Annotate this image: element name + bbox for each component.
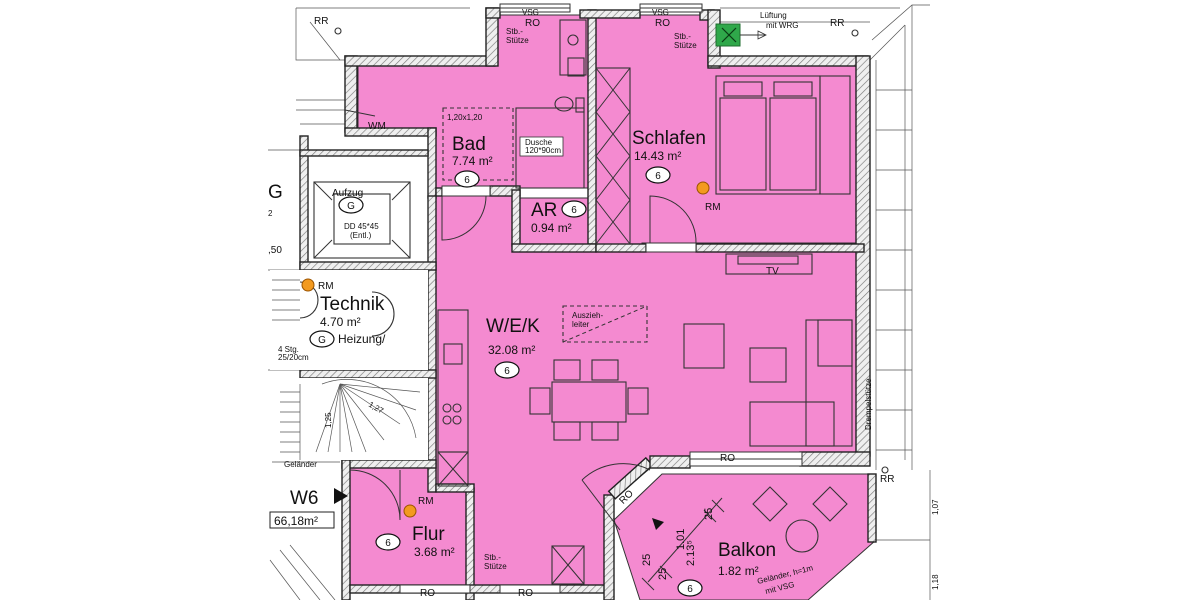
- room-wek-name: W/E/K: [486, 316, 540, 337]
- badge-wek: 6: [504, 366, 510, 377]
- walls-layer: [299, 7, 877, 600]
- room-technik-name: Technik: [320, 294, 385, 315]
- ausziehleiter-2: leiter: [572, 320, 590, 329]
- room-ar-name: AR: [531, 200, 557, 221]
- stb-stuetze-3a: Stb.-: [484, 553, 501, 562]
- ro-label-4: RO: [420, 588, 435, 599]
- doors-layer: [344, 109, 697, 531]
- rm-label-schlafen: RM: [705, 202, 721, 213]
- windows-layer: [399, 3, 803, 594]
- stb-stuetze-1a: Stb.-: [506, 27, 523, 36]
- rm-marker-technik: [301, 278, 315, 292]
- badge-balkon: 6: [687, 584, 693, 595]
- room-balkon-name: Balkon: [718, 540, 776, 561]
- room-technik-area: 4.70 m²: [320, 315, 361, 329]
- room-flur-area: 3.68 m²: [414, 545, 455, 559]
- technik-stairs-2: 25/20cm: [278, 353, 309, 362]
- shower-plate-label: 1,20x1,20: [447, 113, 483, 122]
- stb-stuetze-2a: Stb.-: [674, 32, 691, 41]
- room-balkon-fill: [613, 473, 877, 600]
- ventilation-marker: [715, 23, 767, 47]
- room-bad-area: 7.74 m²: [452, 154, 493, 168]
- badge-schlafen: 6: [655, 171, 661, 182]
- aufzug-shaft: [307, 155, 429, 263]
- schlafen-furniture: [595, 67, 851, 245]
- badge-technik: G: [318, 335, 326, 346]
- room-aufzug-name: Aufzug: [332, 188, 363, 199]
- badge-flur: 6: [385, 538, 391, 549]
- rr-label-1: RR: [314, 16, 328, 27]
- left-50-label: ,50: [268, 245, 282, 256]
- room-schlafen-area: 14.43 m²: [634, 149, 681, 163]
- room-balkon-area: 1.82 m²: [718, 564, 759, 578]
- right-dim-2: 1,18: [931, 574, 940, 590]
- drempelstuetze-label: Drempelstütze: [864, 378, 873, 430]
- technik-area: [270, 270, 428, 370]
- technik-stairs-1: 4 Stg.: [278, 345, 299, 354]
- room-wek-area: 32.08 m²: [488, 343, 535, 357]
- balkon-dim-5: 25: [657, 568, 669, 580]
- rm-markers: [301, 181, 710, 518]
- rr-label-2: RR: [830, 18, 844, 29]
- tv-label: TV: [766, 266, 779, 277]
- shower-label-1: Dusche: [525, 138, 553, 147]
- badge-aufzug: G: [347, 201, 355, 212]
- balkon-dim-2: 1.01: [675, 529, 687, 550]
- ro-label-5: RO: [518, 588, 533, 599]
- ro-label-1: RO: [525, 18, 540, 29]
- balkon-furniture: [641, 486, 848, 591]
- unit-area-label: 66,18m²: [274, 514, 318, 528]
- rm-label-technik: RM: [318, 281, 334, 292]
- vsg-label-1: VSG: [522, 8, 539, 17]
- wm-label: WM: [368, 121, 386, 132]
- stb-stuetze-3b: Stütze: [484, 562, 507, 571]
- room-ar-area: 0.94 m²: [531, 221, 572, 235]
- rm-label-flur: RM: [418, 496, 434, 507]
- right-dim-1: 1,07: [931, 499, 940, 515]
- room-flur-name: Flur: [412, 524, 445, 545]
- room-badges: 6 6 6 6 G G 6 6: [309, 166, 703, 597]
- wek-furniture: [437, 253, 853, 585]
- balkon-dim-3: 25: [703, 508, 715, 520]
- gelaender-label: Geländer: [284, 460, 317, 469]
- rm-marker-schlafen: [696, 181, 710, 195]
- stb-stuetze-2b: Stütze: [674, 41, 697, 50]
- rm-marker-flur: [403, 504, 417, 518]
- shower-label-2: 120*90cm: [525, 146, 561, 155]
- left-g-label: G: [268, 182, 283, 203]
- left-2-label: 2: [268, 209, 273, 218]
- room-technik-sub: Heizung/: [338, 332, 386, 346]
- rm-labels: RM RM RM: [318, 202, 721, 507]
- aufzug-note-2: (Entl.): [350, 231, 372, 240]
- lueftung-label-2: mit WRG: [766, 21, 798, 30]
- rr-label-3: RR: [880, 474, 894, 485]
- stairwell: [272, 378, 428, 463]
- aufzug-note-1: DD 45*45: [344, 222, 379, 231]
- ausziehleiter-1: Auszieh-: [572, 311, 603, 320]
- lueftung-label-1: Lüftung: [760, 11, 787, 20]
- stb-stuetze-1b: Stütze: [506, 36, 529, 45]
- context-lines: [268, 4, 931, 600]
- balkon-dim-4: 2.13⁵: [685, 540, 697, 566]
- stair-dim-125: 1,25: [324, 412, 333, 428]
- room-bad-name: Bad: [452, 134, 486, 155]
- balkon-dim-1: 25: [641, 554, 653, 566]
- rooms-layer: [349, 14, 877, 600]
- unit-label: W6: [290, 488, 319, 509]
- vsg-label-2: VSG: [652, 8, 669, 17]
- badge-ar: 6: [571, 205, 577, 216]
- badge-bad: 6: [464, 175, 470, 186]
- ro-label-2: RO: [655, 18, 670, 29]
- room-labels: Bad 7.74 m² Schlafen 14.43 m² AR 0.94 m²…: [320, 128, 776, 578]
- room-schlafen-name: Schlafen: [632, 128, 706, 149]
- ro-label-3: RO: [720, 453, 735, 464]
